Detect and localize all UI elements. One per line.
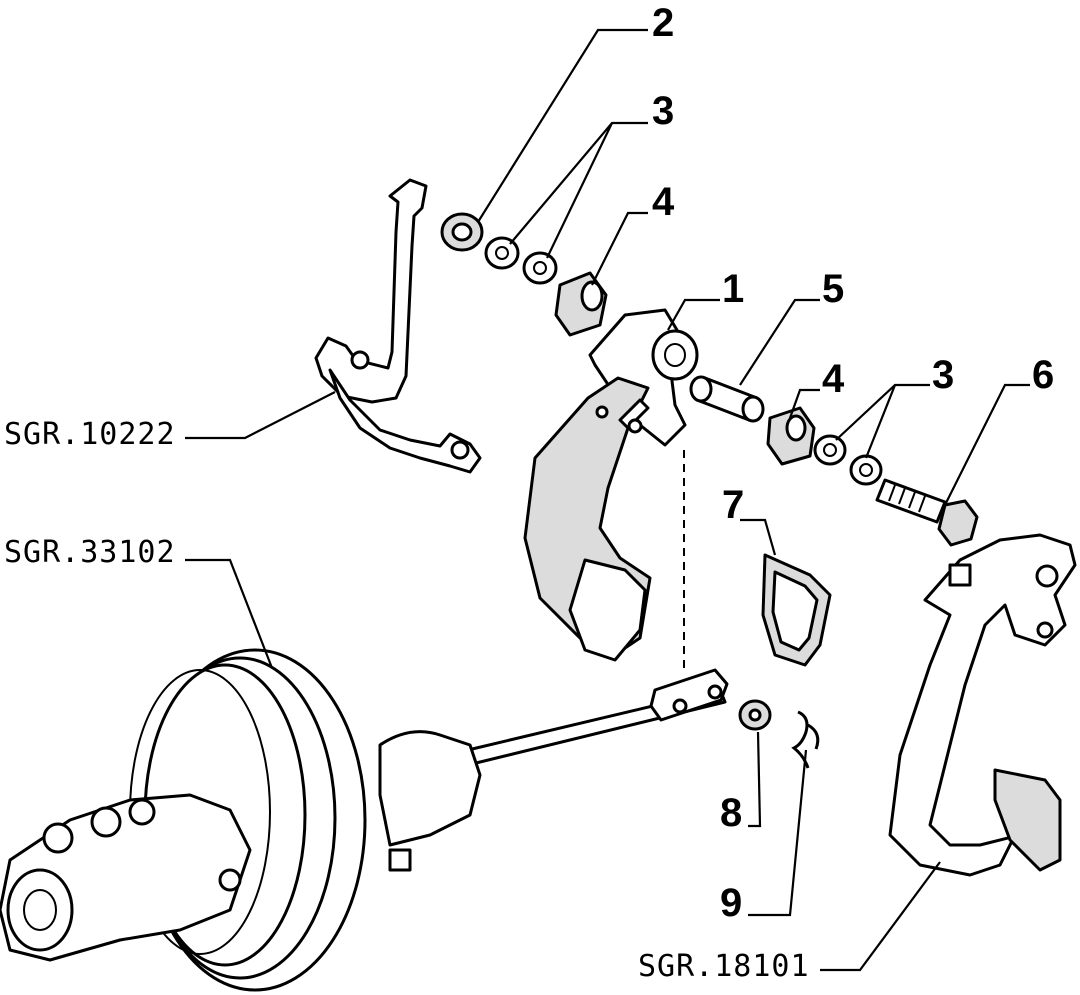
washer-3c (813, 434, 847, 466)
callout-4-left: 4 (652, 180, 675, 224)
brake-booster (0, 648, 729, 992)
callout-5: 5 (822, 267, 844, 311)
washer-3b (522, 251, 558, 285)
ref-sgr-33102: SGR.33102 (4, 535, 176, 570)
callout-1: 1 (722, 267, 744, 311)
sleeve-5 (689, 375, 765, 423)
washer-8 (738, 699, 772, 731)
ref-sgr-18101: SGR.18101 (638, 949, 810, 984)
callout-6: 6 (1032, 353, 1054, 397)
bushing-4b (766, 406, 816, 466)
callout-2: 2 (652, 1, 674, 45)
washer-3a (484, 236, 520, 270)
brake-pedal (888, 533, 1077, 877)
washer-3d (849, 454, 883, 486)
brake-pipe (314, 178, 482, 474)
callout-3-left: 3 (652, 89, 674, 133)
clutch-pedal (523, 308, 699, 662)
clip-9 (791, 710, 820, 769)
callout-4-right: 4 (822, 357, 845, 401)
callout-3-right: 3 (932, 353, 954, 397)
callout-8: 8 (720, 791, 742, 835)
ref-sgr-10222: SGR.10222 (4, 417, 176, 452)
pedal-pad-7 (761, 553, 832, 667)
callout-7: 7 (722, 483, 744, 527)
nut-2 (440, 212, 484, 252)
reference-labels: SGR.10222 SGR.33102 SGR.18101 (4, 417, 810, 984)
leader-lines (185, 28, 1030, 972)
bolt-6 (875, 478, 979, 547)
callouts: 2 3 4 1 5 4 3 6 7 8 9 (652, 1, 1054, 925)
callout-9: 9 (720, 881, 742, 925)
bushing-4a (554, 271, 608, 337)
